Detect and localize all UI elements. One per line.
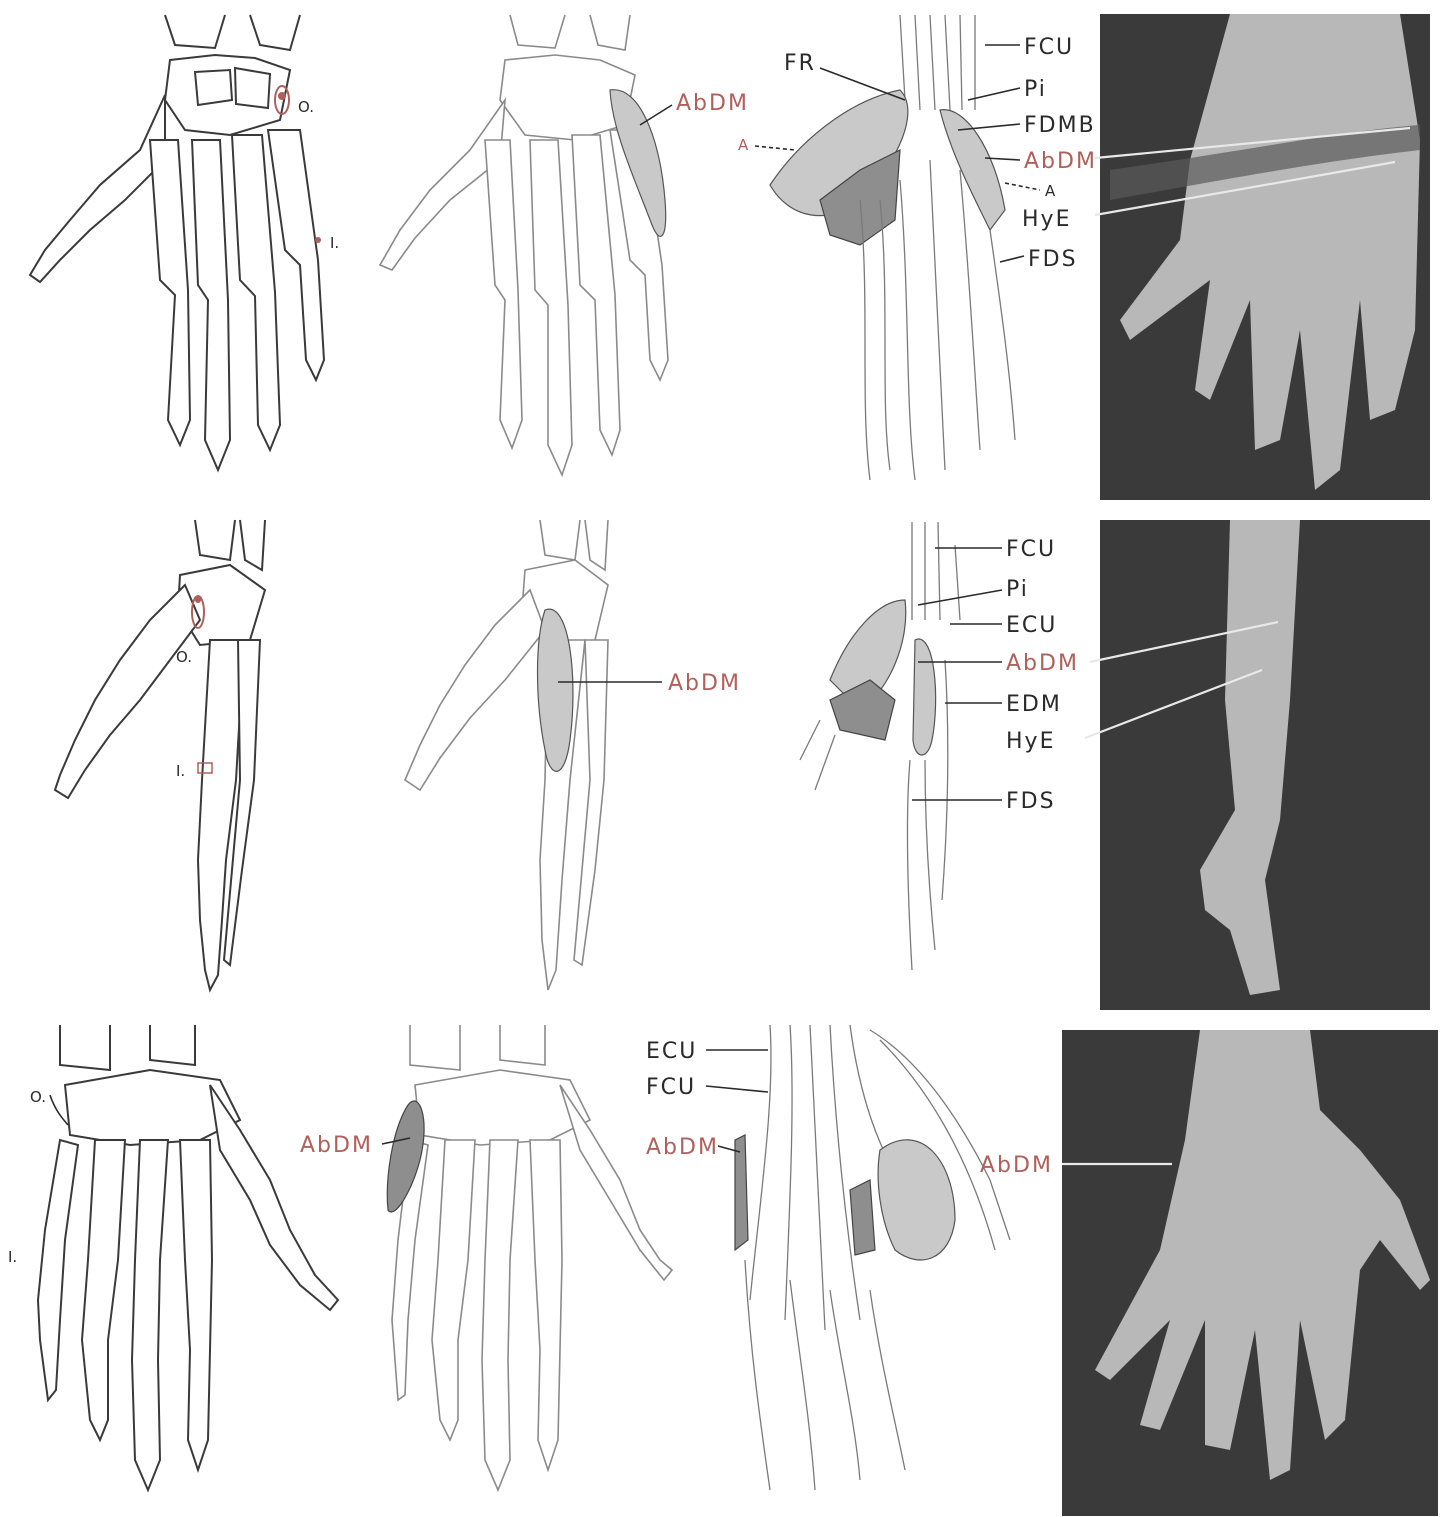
row1-pi-label: Pi [1024,77,1047,102]
row2-pi-leader [918,590,1002,605]
row2-hye-label: HyE [1006,729,1055,754]
row3-insertion-label: I. [8,1248,17,1266]
row3-dissection [735,1025,1010,1490]
row2-origin-label: O. [176,648,192,666]
row2-muscle-drawing [405,520,608,990]
row3-abdm-right-label: AbDM [980,1153,1053,1178]
row3-abdm-dissection-label: AbDM [646,1135,719,1160]
row3-fcu-leader [706,1086,768,1092]
row1-muscle-drawing [380,15,668,475]
row2-abdm-label: AbDM [668,671,741,696]
row1-fds-label: FDS [1028,247,1078,272]
row1-fcu-label: FCU [1024,35,1074,60]
row1-origin-label: O. [298,98,314,116]
row3-ecu-label: ECU [646,1039,697,1064]
row1-abdm-dissection-label: AbDM [1024,149,1097,174]
row1-fds-leader [1000,256,1024,262]
row2-skeleton [55,520,265,990]
row1-fr-label: FR [784,51,816,76]
row3-skeleton [38,1025,338,1490]
row3-muscle-drawing [387,1025,672,1490]
row2-fds-label: FDS [1006,789,1056,814]
row3-photo [1062,1030,1438,1516]
row1-insertion-label: I. [330,234,339,252]
row2-insertion-label: I. [176,762,185,780]
row1-a-label-right: A [1045,182,1056,200]
row3-fcu-label: FCU [646,1075,696,1100]
row2-pi-label: Pi [1006,577,1029,602]
row1-hye-label: HyE [1022,207,1071,232]
row1-a-leader-right [1005,183,1040,190]
row1-photo [1100,14,1430,500]
row1-fr-leader [820,68,905,100]
row2-abdm-dissection-label: AbDM [1006,651,1079,676]
row2-dissection [800,522,960,970]
row1-a-leader-left [755,146,795,150]
row3-origin-label: O. [30,1088,46,1106]
row1-fdmb-label: FDMB [1024,113,1096,138]
row2-photo [1100,520,1430,1010]
row2-ecu-label: ECU [1006,613,1057,638]
row1-pi-leader [968,88,1020,100]
row3-abdm-label: AbDM [300,1133,373,1158]
row1-abdm-label: AbDM [676,91,749,116]
row1-dissection [770,15,1015,480]
row1-a-label-left: A [738,136,749,154]
row1-skeleton [30,15,324,470]
row2-fcu-label: FCU [1006,537,1056,562]
row2-edm-label: EDM [1006,692,1062,717]
